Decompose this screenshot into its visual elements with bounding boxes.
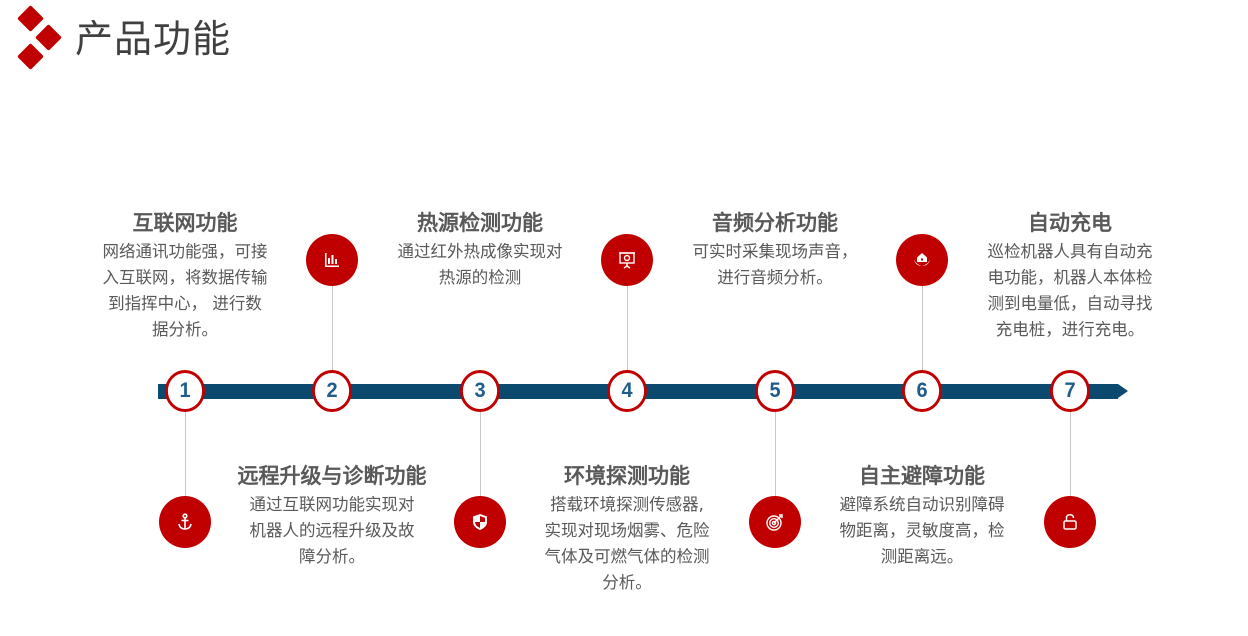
step-text-line: 避障系统自动识别障碍 (839, 495, 1005, 514)
step-text-line: 气体及可燃气体的检测 (544, 547, 710, 566)
step-text-line: 进行音频分析。 (717, 268, 833, 287)
step-text-line: 通过互联网功能实现对 (249, 495, 415, 514)
step-connector (775, 391, 776, 522)
step-number-7: 7 (1049, 369, 1090, 412)
logo-diamonds (14, 5, 70, 70)
step-text-line: 到指挥中心， 进行数 (108, 294, 262, 313)
step-number-3: 3 (459, 369, 500, 412)
unlock-icon (1044, 496, 1096, 548)
step-title: 远程升级与诊断功能 (237, 464, 427, 488)
anchor-icon (159, 496, 211, 548)
step-text-line: 测距离远。 (880, 547, 964, 566)
step-text-line: 网络通讯功能强，可接 (102, 242, 268, 261)
step-text-line: 据分析。 (152, 320, 218, 339)
step-number-2: 2 (311, 369, 352, 412)
page-title: 产品功能 (75, 17, 232, 61)
target-icon (749, 496, 801, 548)
step-connector (1070, 391, 1071, 522)
step-text-line: 可实时采集现场声音， (692, 242, 858, 261)
step-text-line: 充电桩，进行充电。 (995, 320, 1145, 339)
step-connector (627, 260, 628, 391)
eco-home-icon (896, 234, 948, 286)
step-text-line: 实现对现场烟雾、危险 (544, 521, 710, 540)
step-text-line: 障分析。 (299, 547, 365, 566)
step-number-5: 5 (754, 369, 795, 412)
step-connector (332, 260, 333, 391)
step-title: 环境探测功能 (564, 464, 690, 488)
shield-icon (454, 496, 506, 548)
timeline-arrow (1118, 384, 1128, 398)
presentation-icon (601, 234, 653, 286)
step-title: 音频分析功能 (712, 211, 838, 235)
step-text-line: 机器人的远程升级及故 (249, 521, 415, 540)
step-connector (922, 260, 923, 391)
bar-chart-icon (306, 234, 358, 286)
step-description: 音频分析功能可实时采集现场声音， 进行音频分析。 (665, 209, 885, 291)
step-number-4: 4 (606, 369, 647, 412)
step-description: 热源检测功能通过红外热成像实现对热源的检测 (370, 209, 590, 291)
step-text-line: 测到电量低，自动寻找 (987, 294, 1153, 313)
step-description: 自主避障功能避障系统自动识别障碍物距离，灵敏度高，检测距离远。 (812, 462, 1032, 570)
step-title: 自动充电 (1028, 211, 1112, 235)
step-description: 互联网功能网络通讯功能强，可接入互联网，将数据传输到指挥中心， 进行数据分析。 (75, 209, 295, 343)
step-text-line: 巡检机器人具有自动充 (987, 242, 1153, 261)
step-title: 热源检测功能 (417, 211, 543, 235)
step-number-6: 6 (901, 369, 942, 412)
step-text-line: 通过红外热成像实现对 (397, 242, 563, 261)
step-connector (480, 391, 481, 522)
step-text-line: 搭载环境探测传感器, (550, 495, 704, 514)
step-title: 自主避障功能 (859, 464, 985, 488)
step-connector (185, 391, 186, 522)
step-description: 环境探测功能搭载环境探测传感器, 实现对现场烟雾、危险气体及可燃气体的检测分析。 (517, 462, 737, 596)
step-title: 互联网功能 (132, 211, 238, 235)
step-text-line: 电功能，机器人本体检 (987, 268, 1153, 287)
step-description: 自动充电巡检机器人具有自动充电功能，机器人本体检测到电量低，自动寻找充电桩，进行… (960, 209, 1180, 343)
step-text-line: 物距离，灵敏度高，检 (839, 521, 1005, 540)
step-text-line: 分析。 (602, 573, 652, 592)
step-text-line: 入互联网，将数据传输 (102, 268, 268, 287)
step-number-1: 1 (164, 369, 205, 412)
step-text-line: 热源的检测 (438, 268, 522, 287)
step-description: 远程升级与诊断功能通过互联网功能实现对机器人的远程升级及故障分析。 (222, 462, 442, 570)
